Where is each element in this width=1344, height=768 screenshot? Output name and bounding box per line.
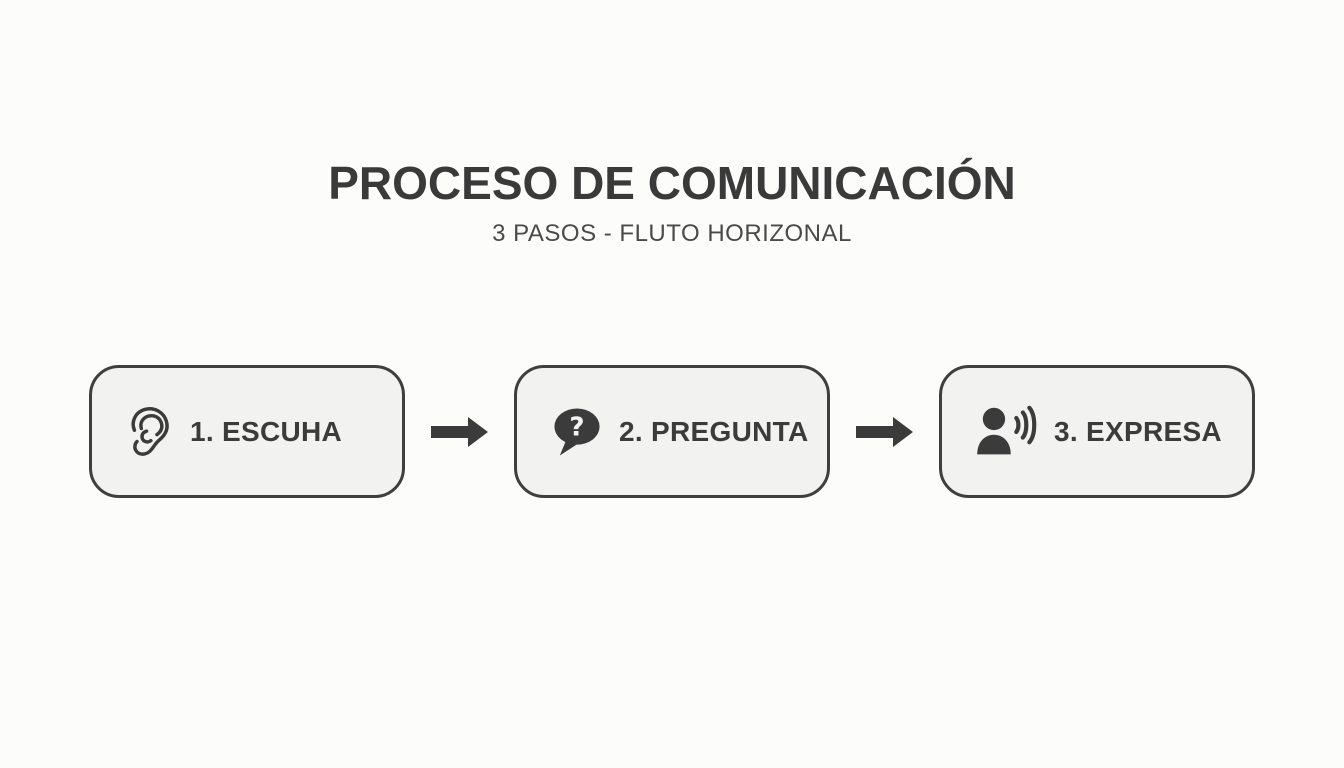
flow-arrow-2	[830, 416, 939, 448]
step-label: 1. ESCUHA	[190, 415, 343, 447]
page-subtitle: 3 PASOS - FLUTO HORIZONAL	[492, 220, 852, 247]
diagram-header: PROCESO DE COMUNICACIÓN 3 PASOS - FLUTO …	[0, 0, 1344, 248]
speaking-person-icon	[974, 405, 1040, 459]
step-box-escucha: 1. ESCUHA	[89, 365, 405, 498]
step-box-pregunta: ? 2. PREGUNTA	[514, 365, 830, 498]
step-label: 3. EXPRESA	[1054, 415, 1222, 447]
question-mark-glyph: ?	[569, 412, 584, 442]
page-title: PROCESO DE COMUNICACIÓN	[328, 157, 1016, 209]
arrow-right-icon	[855, 416, 914, 448]
arrow-right-icon	[430, 416, 489, 448]
flow-arrow-1	[405, 416, 514, 448]
question-bubble-icon: ?	[549, 403, 605, 461]
step-label: 2. PREGUNTA	[619, 415, 809, 447]
flow-row: 1. ESCUHA ? 2. PREGUNTA	[0, 365, 1344, 498]
ear-icon	[124, 401, 176, 463]
step-box-expresa: 3. EXPRESA	[939, 365, 1255, 498]
